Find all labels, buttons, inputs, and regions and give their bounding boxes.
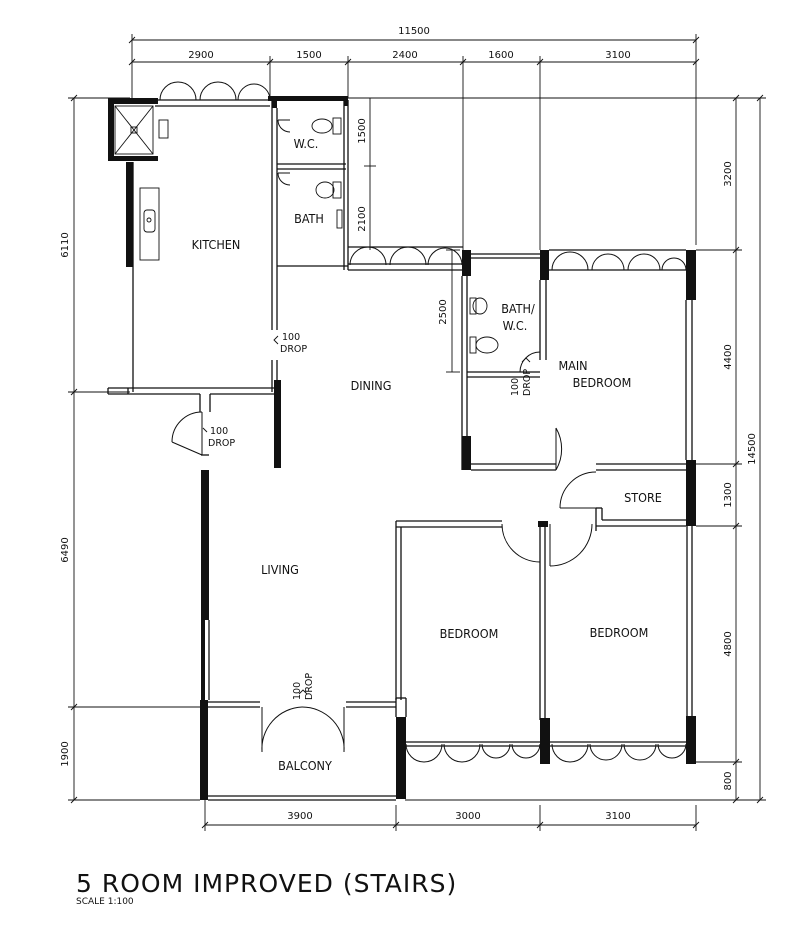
dim-left-1: 6490 bbox=[60, 537, 71, 562]
room-label-main-bedroom-2: BEDROOM bbox=[573, 375, 632, 390]
dim-top-2: 2400 bbox=[392, 50, 417, 61]
drop-value-balcony: 100 bbox=[292, 682, 303, 700]
drop-label-bathwc: DROP bbox=[522, 369, 533, 396]
dim-bathwc-height: 2500 bbox=[438, 299, 449, 324]
room-label-bedroom-2: BEDROOM bbox=[590, 625, 649, 640]
drop-value-dining: 100 bbox=[282, 332, 300, 343]
dim-right-4: 800 bbox=[723, 771, 734, 790]
dim-right-1: 4400 bbox=[723, 344, 734, 369]
dim-bottom-1: 3000 bbox=[455, 811, 480, 822]
dimension-labels: 11500 2900 1500 2400 1600 3100 6110 6490… bbox=[60, 26, 758, 822]
plan-title: 5 ROOM IMPROVED (STAIRS) bbox=[76, 869, 457, 898]
dim-top-4: 3100 bbox=[605, 50, 630, 61]
room-labels: W.C. BATH KITCHEN DINING BATH/ W.C. MAIN… bbox=[192, 136, 662, 773]
drop-label-balcony: DROP bbox=[304, 673, 315, 700]
drop-value-kitchen: 100 bbox=[210, 426, 228, 437]
dim-top-1: 1500 bbox=[296, 50, 321, 61]
dim-bath-height: 2100 bbox=[357, 206, 368, 231]
door-swings bbox=[159, 81, 687, 763]
room-label-wc: W.C. bbox=[294, 136, 319, 151]
room-label-bath-wc-1: BATH/ bbox=[501, 301, 535, 316]
room-label-bedroom-1: BEDROOM bbox=[440, 626, 499, 641]
dim-top-3: 1600 bbox=[488, 50, 513, 61]
dim-right-3: 4800 bbox=[723, 631, 734, 656]
dim-right-2: 1300 bbox=[723, 482, 734, 507]
room-label-store: STORE bbox=[624, 490, 662, 505]
dim-right-total: 14500 bbox=[747, 433, 758, 465]
room-label-bath: BATH bbox=[294, 211, 324, 226]
drop-label-dining: DROP bbox=[280, 344, 307, 355]
room-label-main-bedroom-1: MAIN bbox=[558, 358, 587, 373]
room-label-bath-wc-2: W.C. bbox=[503, 318, 528, 333]
room-label-living: LIVING bbox=[261, 562, 299, 577]
drop-labels: 100 DROP 100 DROP 100 DROP 100 DROP bbox=[208, 332, 533, 700]
plan-scale: SCALE 1:100 bbox=[76, 897, 134, 907]
walls bbox=[107, 96, 696, 801]
dim-top-total: 11500 bbox=[398, 26, 430, 37]
dim-left-2: 1900 bbox=[60, 741, 71, 766]
room-label-balcony: BALCONY bbox=[278, 758, 332, 773]
dim-top-0: 2900 bbox=[188, 50, 213, 61]
drop-label-kitchen: DROP bbox=[208, 438, 235, 449]
dimension-lines bbox=[68, 34, 766, 831]
room-label-dining: DINING bbox=[351, 378, 392, 393]
dim-right-0: 3200 bbox=[723, 161, 734, 186]
drop-value-bathwc: 100 bbox=[510, 378, 521, 396]
dim-left-0: 6110 bbox=[60, 232, 71, 257]
dim-wc-height: 1500 bbox=[357, 118, 368, 143]
room-label-kitchen: KITCHEN bbox=[192, 237, 241, 252]
dim-bottom-2: 3100 bbox=[605, 811, 630, 822]
dim-bottom-0: 3900 bbox=[287, 811, 312, 822]
